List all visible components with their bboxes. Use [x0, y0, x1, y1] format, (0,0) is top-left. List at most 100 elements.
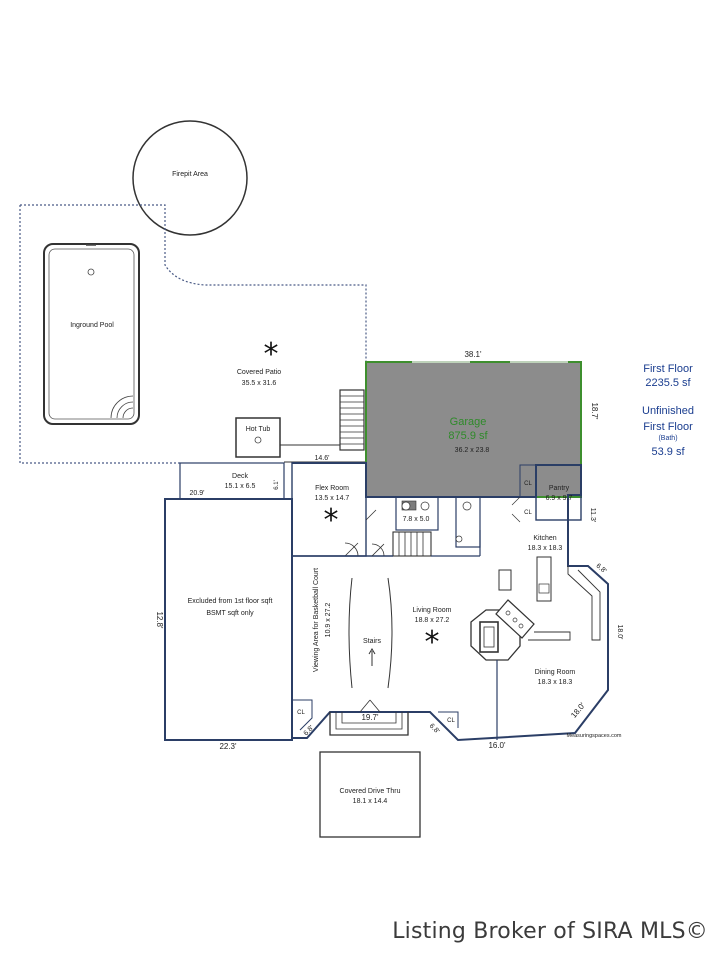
hot-tub [235, 417, 281, 458]
closet-front-left [292, 699, 313, 731]
fireplace-inner [483, 626, 495, 648]
patio-outline-left [19, 205, 180, 464]
bath-dim: 7.8 x 5.0 [403, 516, 430, 523]
dim-22-3: 22.3' [219, 742, 237, 751]
closet-front-left-label: CL [297, 710, 305, 716]
cooktop-counter [495, 599, 535, 639]
deck-dim: 15.1 x 6.5 [225, 483, 256, 490]
dim-18-0a: 18.0' [616, 625, 623, 640]
front-door [359, 699, 381, 713]
closet-door [511, 496, 521, 523]
hall-stairs [392, 531, 432, 557]
living-asterisk: * [425, 625, 440, 660]
first-floor-label: First Floor [643, 363, 693, 375]
kitchen-dim: 18.3 x 18.3 [528, 545, 563, 552]
dim-6-8a: 6.8' [303, 725, 316, 738]
closet-garage-label: CL [524, 481, 532, 487]
inground-pool [43, 243, 140, 425]
garage-dim: 36.2 x 23.8 [455, 447, 490, 454]
dining-dim: 18.3 x 18.3 [538, 679, 573, 686]
excluded-area [164, 498, 293, 741]
credit-label: Measuringspaces.com [566, 733, 621, 739]
burner-2 [512, 617, 518, 623]
pool-inner [48, 248, 135, 420]
unfinished-floor: First Floor [643, 421, 693, 433]
pool-label: Inground Pool [70, 322, 114, 329]
hall-door [371, 543, 385, 557]
sink [455, 535, 463, 543]
dim-38-1: 38.1' [464, 350, 482, 359]
stair-curve-right [387, 577, 393, 689]
front-steps [329, 712, 409, 736]
half-bath [455, 496, 481, 548]
flex-label: Flex Room [315, 485, 349, 492]
burner-3 [518, 623, 524, 629]
pantry-dim: 6.9 x 9.7 [546, 495, 573, 502]
dim-18-0b: 18.0' [569, 701, 587, 720]
dim-6-1: 6.1' [274, 480, 280, 490]
pool-drain [87, 268, 95, 276]
dim-20-9: 20.9' [190, 490, 205, 497]
flex-door [344, 542, 359, 557]
firepit-area [132, 120, 248, 236]
deck-label: Deck [232, 473, 248, 480]
fridge [498, 569, 512, 591]
living-label: Living Room [413, 607, 452, 614]
peninsula [528, 631, 571, 641]
patio-asterisk: * [264, 337, 279, 372]
stairs-arrowhead [368, 648, 376, 655]
dim-11-3: 11.3' [589, 508, 596, 522]
kitchen-counter [567, 566, 601, 641]
bath [395, 496, 439, 531]
dim-16-0: 16.0' [488, 741, 506, 750]
firepit-label: Firepit Area [172, 171, 208, 178]
closet-front-right-label: CL [447, 718, 455, 724]
dim-12-8: 12.8' [155, 611, 164, 629]
fireplace [479, 621, 499, 653]
flex-asterisk: * [324, 503, 339, 538]
pool-steps [110, 395, 134, 419]
hot-tub-jet [254, 436, 262, 444]
unfinished-note: (Bath) [658, 435, 678, 442]
flex-door-2 [365, 509, 377, 521]
viewing-line-1: Viewing Area for Basketball Court [313, 568, 320, 672]
dim-19-7: 19.7' [361, 713, 379, 722]
house-outline [291, 462, 609, 742]
closet-front-right [438, 711, 459, 728]
covered-drive-thru [319, 751, 421, 838]
unfinished-sf: 53.9 sf [651, 446, 685, 458]
excluded-line-1: Excluded from 1st floor sqft [188, 598, 273, 605]
watermark: Listing Broker of SIRA MLS© [392, 919, 708, 944]
dining-label: Dining Room [535, 669, 576, 676]
viewing-line-2: 10.9 x 27.2 [325, 603, 332, 638]
front-steps-2 [335, 712, 403, 730]
front-steps-3 [341, 712, 397, 724]
patio-dim: 35.5 x 31.6 [242, 380, 277, 387]
garage [365, 361, 582, 498]
patio-outline [20, 204, 367, 362]
garage-label: Garage [450, 416, 487, 428]
pantry-label: Pantry [549, 485, 570, 492]
pantry [535, 464, 582, 521]
burner-1 [505, 610, 511, 616]
dim-18-7: 18.7' [590, 402, 599, 420]
toilet-1 [401, 501, 411, 511]
drive-dim: 18.1 x 14.4 [353, 798, 388, 805]
excluded-line-2: BSMT sqft only [206, 610, 254, 617]
kitchen-label: Kitchen [533, 535, 556, 542]
unfinished-label: Unfinished [642, 405, 694, 417]
stair-curve-left [348, 577, 353, 689]
hot-tub-label: Hot Tub [246, 426, 271, 433]
patio-label: Covered Patio [237, 369, 281, 376]
kitchen-sink [538, 583, 550, 594]
dim-14-6: 14.6' [315, 455, 330, 462]
toilet-2 [420, 501, 430, 511]
first-floor-sf: 2235.5 sf [645, 377, 691, 389]
closet-kitchen-label: CL [524, 510, 532, 516]
drive-label: Covered Drive Thru [340, 788, 401, 795]
patio-stairs [339, 389, 365, 451]
toilet-3 [462, 501, 472, 511]
living-dim: 18.8 x 27.2 [415, 617, 450, 624]
flex-dim: 13.5 x 14.7 [315, 495, 350, 502]
